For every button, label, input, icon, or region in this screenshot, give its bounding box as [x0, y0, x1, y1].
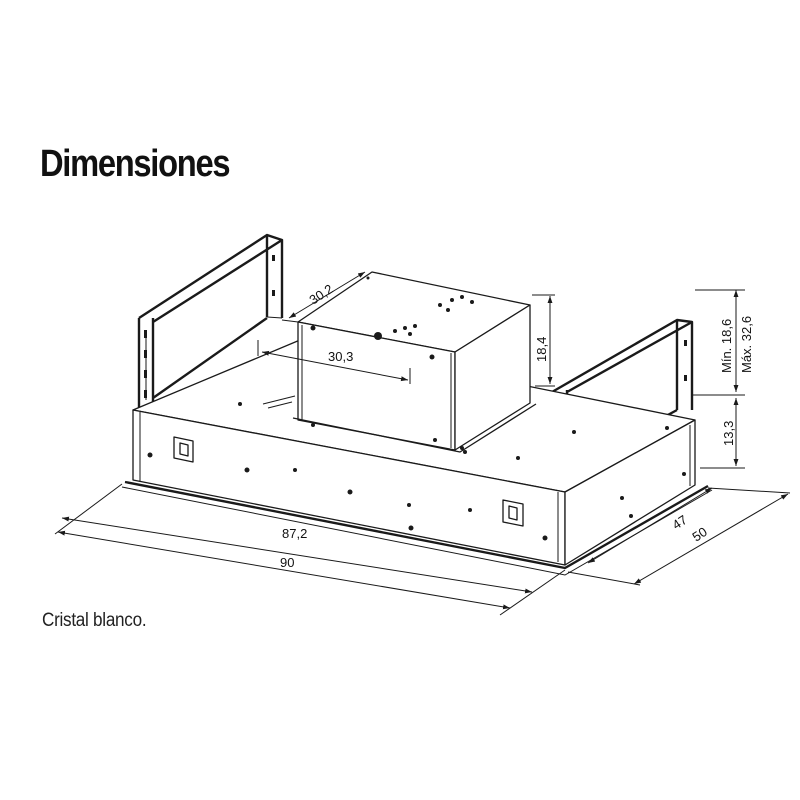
dimension-lines	[54, 271, 791, 616]
dimension-body-depth: 47	[669, 512, 689, 532]
dimension-body-width: 87,2	[282, 526, 307, 541]
page-title: Dimensiones	[40, 143, 231, 185]
dimension-motor-height: 18,4	[534, 337, 549, 362]
dimension-bracket-min: Mín. 18,6	[719, 319, 734, 373]
caption: Cristal blanco.	[42, 610, 147, 631]
dimension-motor-width: 30,3	[328, 349, 353, 364]
dimension-total-depth: 50	[689, 524, 709, 544]
dimension-bracket-max: Máx. 32,6	[739, 316, 754, 373]
dimension-body-height: 13,3	[721, 421, 736, 446]
dimension-total-width: 90	[280, 555, 294, 570]
